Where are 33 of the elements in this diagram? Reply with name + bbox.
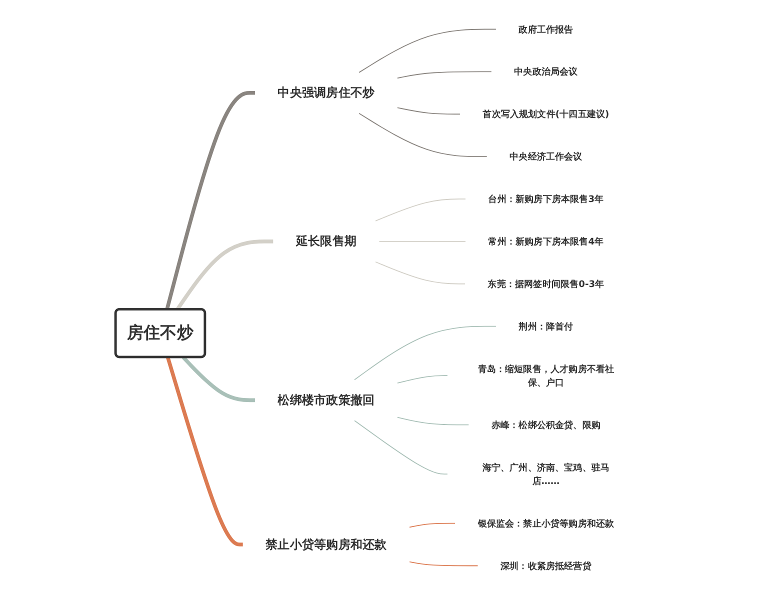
connector xyxy=(409,522,456,528)
node-text: 荆州：降首付 xyxy=(518,320,574,332)
node-text: 禁止小贷等购房和还款 xyxy=(266,536,387,552)
node-text: 常州：新购房下房本限售4年 xyxy=(488,236,604,247)
connector xyxy=(182,356,255,402)
connector xyxy=(354,420,448,475)
connector xyxy=(165,91,255,310)
node-text: 政府工作报告 xyxy=(518,24,574,35)
connector xyxy=(409,561,478,566)
connector xyxy=(396,375,448,384)
node-text: 赤峰：松绑公积金贷、限购 xyxy=(491,420,601,430)
node-text: 海宁、广州、济南、宝鸡、驻马店…… xyxy=(482,462,610,486)
node-text: 东莞：据网签时间限售0-3年 xyxy=(488,278,604,290)
connector xyxy=(358,28,496,73)
node-text: 中央经济工作会议 xyxy=(510,151,582,162)
connector xyxy=(354,326,496,380)
node-text: 中央强调房住不炒 xyxy=(278,85,375,100)
connector xyxy=(375,198,466,222)
connector xyxy=(358,112,488,158)
connector xyxy=(396,416,470,426)
node-text: 中央政治局会议 xyxy=(514,66,578,77)
connector xyxy=(396,107,460,115)
connector xyxy=(166,356,243,546)
node-text: 松绑楼市政策撤回 xyxy=(278,392,375,407)
connector xyxy=(396,71,492,79)
node-text: 银保监会：禁止小贷等购房和还款 xyxy=(478,518,614,529)
connector xyxy=(375,261,466,284)
node-text: 台州：新购房下房本限售3年 xyxy=(488,194,604,204)
node-text: 青岛：缩短限售，人才购房不看社保、户口 xyxy=(478,363,614,388)
node-text: 首次写入规划文件(十四五建议) xyxy=(482,108,610,120)
node-text: 深圳：收紧房抵经营贷 xyxy=(500,560,592,572)
connector xyxy=(378,240,466,242)
connector xyxy=(176,240,274,311)
